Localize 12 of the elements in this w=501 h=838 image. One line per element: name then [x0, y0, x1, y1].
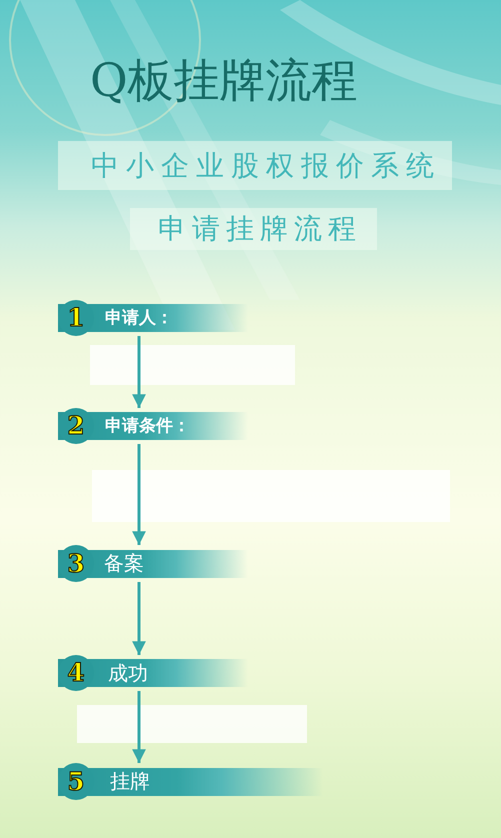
banner-panel: 中小企业股权报价系统 — [58, 141, 452, 190]
heading-panel: 申请挂牌流程 — [130, 208, 377, 250]
arrow — [132, 444, 146, 545]
arrow — [132, 691, 146, 763]
step-label: 申请条件： — [105, 415, 190, 438]
step-label: 成功 — [108, 660, 148, 687]
title: Q板挂牌流程 — [90, 52, 358, 108]
step-label: 申请人： — [105, 307, 173, 330]
step-label: 备案 — [104, 550, 144, 577]
arrow — [132, 336, 146, 408]
arrow — [132, 582, 146, 655]
step-label: 挂牌 — [110, 768, 150, 795]
